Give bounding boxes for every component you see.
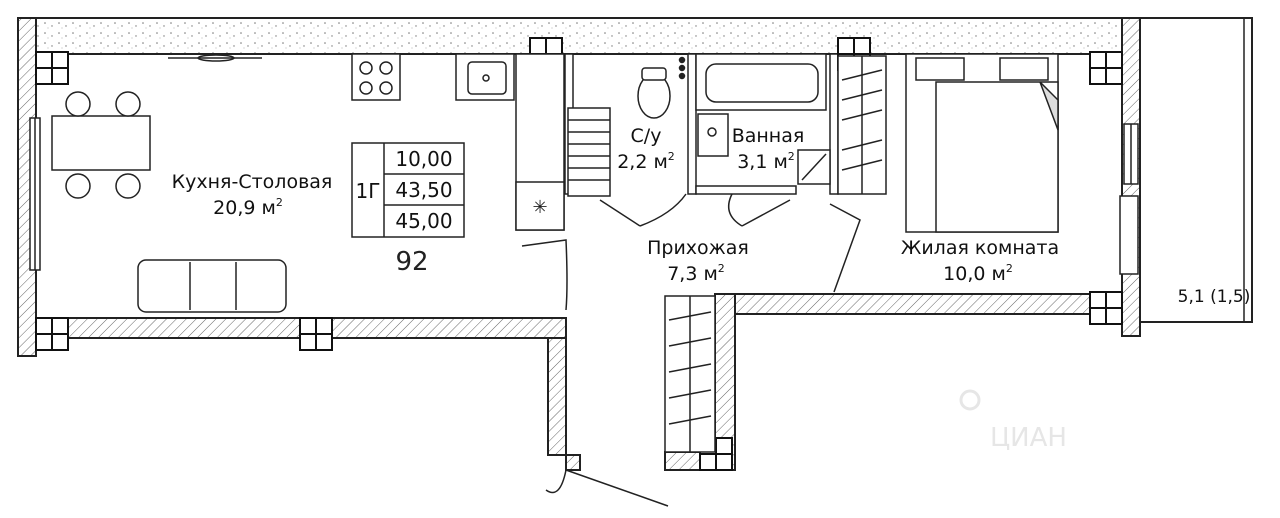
room-name-kitchen: Кухня-Столовая bbox=[172, 171, 333, 193]
column-bottom-mid bbox=[299, 317, 333, 351]
svg-text:✳: ✳ bbox=[532, 197, 547, 218]
windows bbox=[29, 117, 1139, 275]
watermark: ЦИАН bbox=[959, 389, 1067, 453]
walls bbox=[17, 17, 1141, 471]
room-name-bedroom: Жилая комната bbox=[901, 237, 1059, 259]
total-area-value: 43,50 bbox=[395, 178, 452, 202]
balcony-door bbox=[1119, 195, 1139, 275]
room-area-kitchen: 20,9 м2 bbox=[213, 196, 283, 219]
fridge-icon bbox=[515, 181, 565, 231]
room-name-hallway: Прихожая bbox=[647, 237, 749, 259]
balcony-area-label: 5,1 (1,5) bbox=[1178, 287, 1251, 307]
room-area-hallway: 7,3 м2 bbox=[667, 262, 725, 285]
column-bottom-right bbox=[1089, 291, 1123, 325]
radiator-icon bbox=[567, 107, 611, 197]
column-top-far-right bbox=[1089, 51, 1123, 85]
kitchen-furniture: ✳ bbox=[51, 53, 565, 313]
bed-icon bbox=[905, 53, 1059, 233]
apartment-number: 92 bbox=[395, 247, 428, 277]
doors bbox=[521, 193, 861, 507]
apartment-summary: 1Г 10,00 43,50 45,00 92 bbox=[351, 142, 465, 277]
wardrobes bbox=[664, 55, 887, 453]
room-name-wc: С/у bbox=[631, 125, 662, 147]
sofa-icon bbox=[137, 259, 287, 313]
apartment-type: 1Г bbox=[356, 179, 381, 203]
column-top-left bbox=[35, 51, 69, 85]
dining-table bbox=[51, 115, 151, 171]
balcony: 5,1 (1,5) bbox=[1139, 17, 1253, 323]
bathroom-fixtures bbox=[567, 53, 831, 197]
total-with-balcony-value: 45,00 bbox=[395, 209, 452, 233]
column-bottom-left bbox=[35, 317, 69, 351]
room-area-bathroom: 3,1 м2 bbox=[737, 150, 795, 173]
watermark-text: ЦИАН bbox=[990, 423, 1067, 453]
room-name-bathroom: Ванная bbox=[732, 125, 805, 147]
living-area-value: 10,00 bbox=[395, 147, 452, 171]
room-area-wc: 2,2 м2 bbox=[617, 150, 675, 173]
room-labels: Кухня-Столовая 20,9 м2 С/у 2,2 м2 Ванная… bbox=[172, 125, 1059, 285]
cooktop-icon bbox=[351, 53, 401, 101]
room-area-bedroom: 10,0 м2 bbox=[943, 262, 1013, 285]
